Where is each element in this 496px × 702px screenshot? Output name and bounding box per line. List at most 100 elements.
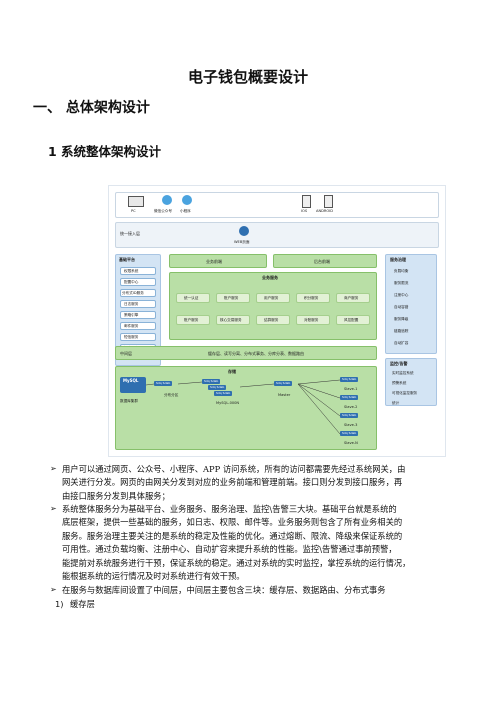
paragraph-3-line-1: 在服务与数据库间设置了中间层，中间层主要包含三块：缓存层、数据路由、分布式事务 [62, 585, 386, 595]
numbered-index: 1) [55, 599, 64, 609]
wechat-icon [162, 195, 172, 205]
slave-tag-3: Sdq Sdab [340, 413, 359, 418]
client-wechat: 微信公众号 [154, 209, 172, 213]
monitor-item-3: 统计 [392, 401, 400, 405]
storage: 存储 MySQL 数据库集群 Sdq Sdab 分布分区 Sdq Sdab Sd… [115, 366, 377, 450]
admin-frontend: 后台前端 [273, 254, 377, 268]
business-frontend-label: 业务前端 [206, 259, 222, 264]
svc-row1-4: 商户服务 [336, 293, 370, 303]
gov-item-4: 服务降级 [394, 317, 409, 321]
monitor-item-0: 实时监控系统 [392, 371, 414, 375]
section-heading-1-1: 1 系统整体架构设计 [48, 144, 162, 159]
client-row: PC 微信公众号 小程序 IOS ANDROID [115, 192, 439, 218]
partition-tag: Sdq Sdab [154, 381, 173, 386]
slave-tag-1: Sdq Sdab [340, 377, 359, 382]
admin-frontend-label: 后台前端 [314, 259, 330, 264]
paragraph-3: 在服务与数据库间设置了中间层，中间层主要包含三块：缓存层、数据路由、分布式事务 [62, 584, 460, 597]
paragraph-2-line-1: 系统整体服务分为基础平台、业务服务、服务治理、监控\告警三大块。基础平台就是系统… [62, 504, 397, 514]
paragraph-2-line-5: 能提前对系统服务进行干预，保证系统的稳定。通过对系统的实时监控，掌控系统的运行情… [62, 557, 411, 568]
svc-row1-1: 账户服务 [216, 293, 250, 303]
paragraph-1-line-3: 由接口服务分发到具体服务； [62, 490, 170, 501]
client-android: ANDROID [316, 209, 334, 213]
numbered-text: 缓存层 [70, 599, 95, 609]
svc-row2-1: 核心交易服务 [216, 315, 250, 325]
shard-tag-1: Sdq Sdab [208, 385, 227, 390]
mysql-cluster-label: 数据库集群 [120, 399, 138, 403]
paragraph-1-line-2: 网关进行分发。网页的由网关分发到对应的业务前端和管理前端。接口则分发到接口服务，… [62, 477, 403, 488]
architecture-diagram: PC 微信公众号 小程序 IOS ANDROID 统一接入层 WEB页面 基础平… [108, 185, 446, 457]
unified-entry-layer: 统一接入层 WEB页面 [115, 222, 439, 248]
bullet-1: ➢ [50, 464, 57, 473]
middleware-layer: 中间层 缓存层、读写分离、分布式事务、分库分表、数据路由 [115, 346, 377, 360]
pc-icon [128, 196, 144, 207]
middleware-title: 中间层 [120, 351, 132, 356]
section-heading-1: 一、 总体架构设计 [33, 100, 150, 116]
gov-item-5: 链路追踪 [394, 329, 409, 333]
storage-title: 存储 [228, 369, 236, 374]
gov-item-6: 自动扩容 [394, 341, 409, 345]
business-service: 业务服务 统一认证 账户服务 用户服务 积分服务 商户服务 账户服务 核心交易服… [169, 272, 377, 340]
svc-row1-3: 积分服务 [296, 293, 330, 303]
base-item-6: 短信服务 [120, 333, 156, 341]
ios-phone-icon [302, 195, 311, 208]
mysql-label: MySQL [123, 378, 139, 383]
base-item-4: 策略引擎 [120, 311, 156, 319]
monitor-item-2: 可视化监控服务 [392, 391, 418, 395]
partition-label: 分布分区 [164, 393, 179, 397]
slave-tag-2: Sdq Sdab [340, 395, 359, 400]
gov-item-3: 自动容错 [394, 305, 409, 309]
monitoring-title: 监控/告警 [390, 361, 408, 366]
base-item-1: 配置中心 [120, 278, 156, 286]
business-frontend: 业务前端 [169, 254, 267, 268]
web-page-label: WEB页面 [234, 240, 250, 244]
paragraph-2-line-2: 底层框架，提供一些基础的服务，如日志、权限、邮件等。业务服务则包含了所有业务相关… [62, 517, 403, 528]
client-ios: IOS [301, 209, 308, 213]
svc-row2-4: 风控配置 [336, 315, 370, 325]
slave-tag-n: Sdq Sdab [340, 431, 359, 436]
client-pc: PC [131, 209, 136, 213]
svc-row2-0: 账户服务 [176, 315, 210, 325]
svc-row1-2: 用户服务 [256, 293, 290, 303]
shard-tag-0: Sdq Sdab [202, 379, 221, 384]
business-service-title: 业务服务 [262, 275, 278, 280]
paragraph-2-line-3: 服务。服务治理主要关注的是系统的稳定及性能的优化。通过熔断、限流、降级来保证系统… [62, 530, 403, 541]
base-item-0: 权限系统 [120, 267, 156, 275]
base-item-3: 日志服务 [120, 300, 156, 308]
svc-row2-3: 对账服务 [296, 315, 330, 325]
gov-item-1: 服务限流 [394, 281, 409, 285]
master-tag: Sdq Sdab [274, 381, 293, 386]
slave-n-label: Slave-N [344, 441, 358, 445]
web-page-icon [239, 226, 249, 236]
monitoring: 监控/告警 实时监控系统 预警系统 可视化监控服务 统计 [385, 358, 437, 406]
paragraph-2-line-6: 能根据系统的运行情况及时对系统进行有效干预。 [62, 571, 245, 582]
slave-1-label: Slave-1 [344, 387, 358, 391]
bullet-2: ➢ [50, 504, 57, 513]
paragraph-2-line-4: 可用性。通过负载均衡、注册中心、自动扩容来提升系统的性能。监控\告警通过事前预警… [62, 544, 397, 555]
monitor-item-1: 预警系统 [392, 381, 407, 385]
base-item-5: 邮件服务 [120, 322, 156, 330]
slave-2-label: Slave-2 [344, 405, 358, 409]
svc-row2-2: 结算服务 [256, 315, 290, 325]
unified-entry-label: 统一接入层 [120, 231, 140, 236]
mini-program-icon [182, 195, 192, 205]
middleware-text: 缓存层、读写分离、分布式事务、分库分表、数据路由 [208, 351, 304, 356]
base-item-2: 分布式ID服务 [120, 289, 156, 297]
slave-3-label: Slave-3 [344, 423, 358, 427]
document-title: 电子钱包概要设计 [187, 68, 308, 86]
android-phone-icon [324, 195, 333, 208]
shard-tag-2: Sdq Sdab [214, 391, 233, 396]
gov-item-0: 负载均衡 [394, 269, 409, 273]
mysql-db: MySQL [120, 377, 146, 393]
client-mini-program: 小程序 [180, 209, 191, 213]
bullet-3: ➢ [50, 585, 57, 594]
service-governance-title: 服务治理 [390, 257, 406, 262]
master-label: Master [278, 393, 291, 397]
service-governance: 服务治理 负载均衡 服务限流 注册中心 自动容错 服务降级 链路追踪 自动扩容 [385, 254, 437, 354]
gov-item-2: 注册中心 [394, 293, 409, 297]
svc-row1-0: 统一认证 [176, 293, 210, 303]
paragraph-2: 系统整体服务分为基础平台、业务服务、服务治理、监控\告警三大块。基础平台就是系统… [62, 503, 460, 583]
base-platform-title: 基础平台 [119, 257, 135, 262]
paragraph-1-line-1: 用户可以通过网页、公众号、小程序、APP 访问系统，所有的访问都需要先经过系统网… [62, 464, 406, 474]
paragraph-1: 用户可以通过网页、公众号、小程序、APP 访问系统，所有的访问都需要先经过系统网… [62, 463, 460, 503]
mysql-000n-label: MySQL-000N [216, 401, 240, 405]
